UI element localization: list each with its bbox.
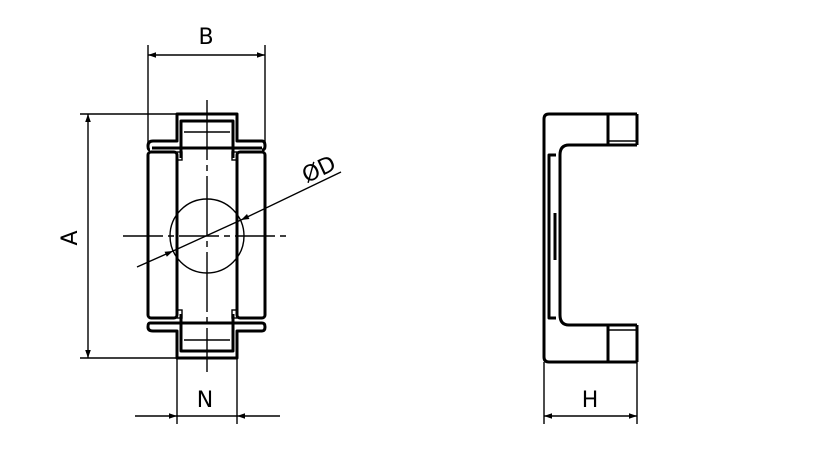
side-view: H <box>542 112 639 424</box>
dimension-d-label: ØD <box>298 152 340 189</box>
dimension-n-label: N <box>197 388 213 413</box>
side-inner-c <box>558 143 637 327</box>
front-view: B A N ØD <box>58 25 342 424</box>
dimension-a-label: A <box>58 230 83 245</box>
right-body <box>235 150 267 320</box>
side-outline <box>542 112 637 364</box>
left-body <box>146 150 179 320</box>
dimension-b-label: B <box>198 25 213 50</box>
dimension-d-line <box>240 171 342 221</box>
dimension-h-label: H <box>582 388 599 413</box>
